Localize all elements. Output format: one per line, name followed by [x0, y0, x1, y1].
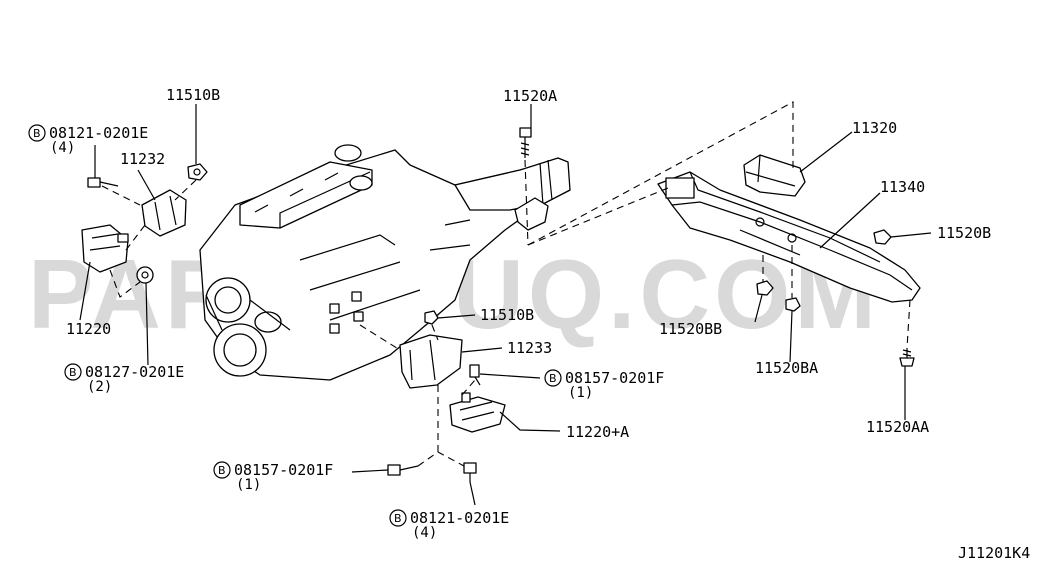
b-badge — [389, 509, 407, 527]
bolt-qty: (1) — [236, 477, 261, 493]
bolt-qty: (4) — [412, 525, 437, 541]
nut-11520bb — [756, 280, 774, 296]
bolt-08121-top — [87, 177, 119, 188]
insulator-11320 — [743, 154, 806, 197]
nut-11520ba — [785, 297, 801, 312]
crossmember-11340 — [657, 171, 921, 303]
left-mount-bracket — [141, 189, 187, 237]
bolt-code: 08121-0201E — [410, 509, 509, 527]
nut-11520b — [873, 229, 892, 245]
bolt-08157-lower — [387, 464, 419, 476]
bolt-qty: (1) — [568, 385, 593, 401]
nut-11510b-top — [187, 163, 208, 181]
center-mount-bracket — [399, 334, 463, 389]
b-badge — [544, 369, 562, 387]
label-11232: 11232 — [120, 150, 165, 168]
label-11220a: 11220+A — [566, 423, 629, 441]
bolt-callout-4: B 08157-0201F (1) — [213, 461, 333, 493]
left-engine-mount — [81, 224, 129, 273]
bolt-08157-right — [469, 364, 481, 386]
bolt-callout-2: B 08127-0201E (2) — [64, 363, 184, 395]
b-badge-letter: B — [69, 366, 77, 379]
label-11320: 11320 — [852, 119, 897, 137]
label-11233: 11233 — [507, 339, 552, 357]
b-badge-letter: B — [549, 372, 557, 385]
label-11520aa: 11520AA — [866, 418, 929, 436]
bolt-qty: (2) — [87, 379, 112, 395]
bolt-code: 08121-0201E — [49, 124, 148, 142]
bolt-code: 08157-0201F — [565, 369, 664, 387]
b-badge-letter: B — [394, 512, 402, 525]
nut-11510b-mid — [424, 310, 439, 325]
b-badge — [28, 124, 46, 142]
bolt-code: 08157-0201F — [234, 461, 333, 479]
nut-08127 — [136, 266, 154, 284]
label-11520a: 11520A — [503, 87, 557, 105]
b-badge — [213, 461, 231, 479]
b-badge-letter: B — [218, 464, 226, 477]
assembly-lines — [101, 101, 911, 467]
bolt-callout-3: B 08157-0201F (1) — [544, 369, 664, 401]
mount-11220a — [449, 392, 506, 433]
bolt-11520aa — [899, 348, 915, 367]
diagram-code: J11201K4 — [958, 544, 1030, 562]
leader-lines — [79, 104, 932, 506]
label-11510b-mid: 11510B — [480, 306, 534, 324]
label-11520bb: 11520BB — [659, 320, 722, 338]
b-badge — [64, 363, 82, 381]
bolt-08121-lower — [463, 462, 477, 482]
label-11220: 11220 — [66, 320, 111, 338]
label-11520b: 11520B — [937, 224, 991, 242]
label-11340: 11340 — [880, 178, 925, 196]
bolt-callout-5: B 08121-0201E (4) — [389, 509, 509, 541]
screw-11520a — [519, 127, 532, 158]
bolt-callout-1: B 08121-0201E (4) — [28, 124, 148, 156]
label-11510b-top: 11510B — [166, 86, 220, 104]
label-11520ba: 11520BA — [755, 359, 818, 377]
bolt-code: 08127-0201E — [85, 363, 184, 381]
bolt-qty: (4) — [50, 140, 75, 156]
engine-assembly — [199, 144, 571, 381]
b-badge-letter: B — [33, 127, 41, 140]
